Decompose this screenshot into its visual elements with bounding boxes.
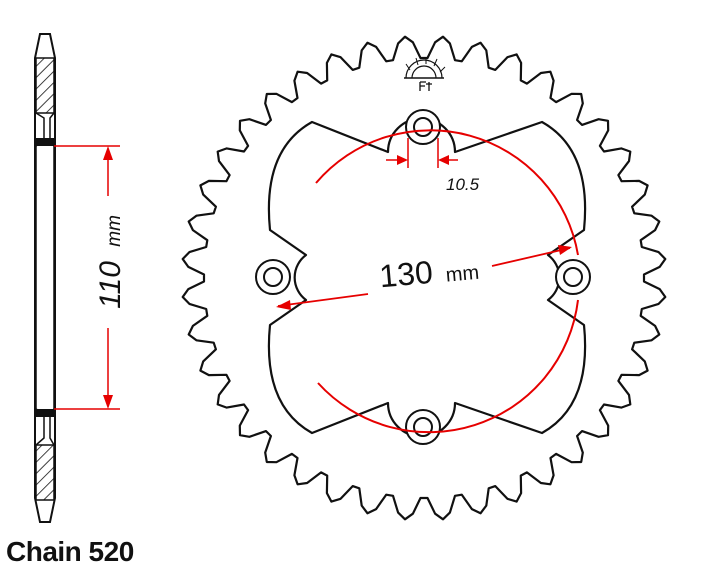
dimension-110-label: 110 mm xyxy=(94,215,127,309)
chain-caption: Chain 520 xyxy=(6,536,134,567)
bolt-circle-label: 130 mm xyxy=(378,250,480,295)
slot-width-label: 10.5 xyxy=(446,175,480,194)
bolt-circle-dimension: 130 mm xyxy=(276,129,579,434)
side-profile-view: 110 mm xyxy=(34,33,127,523)
bolt-hole-left xyxy=(255,259,291,295)
logo-icon xyxy=(404,57,446,91)
slot-width-dimension: 10.5 xyxy=(386,138,480,194)
sprocket-front-view: 130 mm 10.5 xyxy=(181,35,667,521)
hatch-bottom xyxy=(35,444,55,501)
hub-cutout xyxy=(267,117,587,438)
side-profile-outline xyxy=(34,33,56,523)
bolt-hole-right xyxy=(555,259,591,295)
bolt-hole-top xyxy=(405,109,441,145)
bolt-hole-bottom xyxy=(405,409,441,445)
hatch-top xyxy=(35,57,55,114)
dimension-110: 110 mm xyxy=(54,145,127,410)
